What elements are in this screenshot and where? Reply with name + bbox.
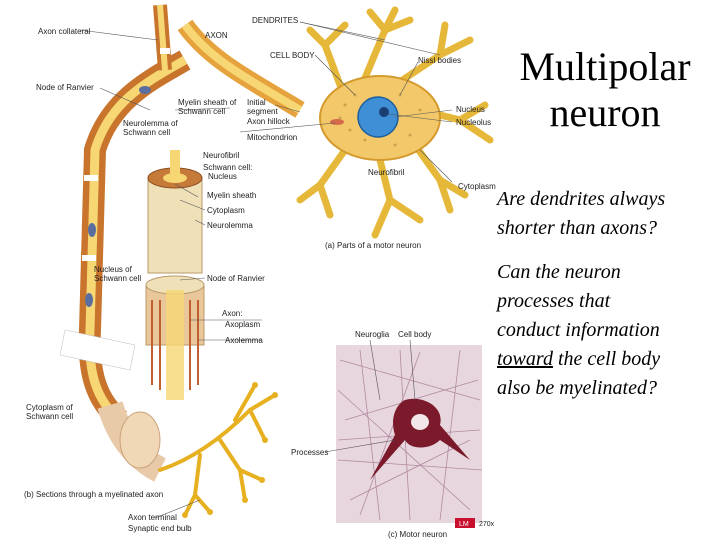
label-myelin-sheath: Myelin sheath bbox=[207, 191, 256, 200]
leader-lines bbox=[79, 21, 453, 519]
schwann-cell-end bbox=[119, 411, 161, 469]
caption-b: (b) Sections through a myelinated axon bbox=[24, 490, 163, 499]
label-cytoplasm-schwann-2: Schwann cell bbox=[26, 412, 73, 421]
label-cell-body: CELL BODY bbox=[270, 51, 315, 60]
question2-line4-rest: the cell body bbox=[552, 348, 661, 370]
label-axolemma: Axolemma bbox=[225, 336, 263, 345]
question2-underlined-word: toward bbox=[497, 348, 553, 370]
label-mitochondrion: Mitochondrion bbox=[247, 133, 297, 142]
label-axon-hillock: Axon hillock bbox=[247, 117, 291, 126]
node-marker bbox=[82, 255, 96, 261]
label-axoplasm: Axoplasm bbox=[225, 320, 260, 329]
lm-badge-box bbox=[455, 518, 475, 528]
question1-line2: shorter than axons? bbox=[497, 217, 657, 239]
label-schwann-nucleus-2: Nucleus bbox=[208, 172, 237, 181]
label-axon-terminal: Axon terminal bbox=[128, 513, 177, 522]
label-dendrites: DENDRITES bbox=[252, 16, 298, 25]
label-axon: AXON bbox=[205, 31, 228, 40]
label-nissl-bodies: Nissl bodies bbox=[418, 56, 461, 65]
label-node-of-ranvier-mid: Node of Ranvier bbox=[207, 274, 265, 283]
myelin-stripes bbox=[151, 300, 199, 390]
cross-sections bbox=[145, 150, 205, 400]
micrograph bbox=[336, 345, 483, 528]
label-nucleus: Nucleus bbox=[456, 105, 485, 114]
cell-body bbox=[296, 6, 494, 239]
label-neurolemma-2: Schwann cell bbox=[123, 128, 170, 137]
label-neurolemma-mid: Neurolemma bbox=[207, 221, 253, 230]
label-axon-collateral: Axon collateral bbox=[38, 27, 91, 36]
break-marker bbox=[59, 329, 136, 371]
synaptic-bulbs bbox=[182, 382, 278, 518]
schwann-nucleus bbox=[139, 86, 151, 94]
main-axon bbox=[59, 4, 305, 482]
caption-c: (c) Motor neuron bbox=[388, 530, 447, 539]
magnification: 270x bbox=[479, 521, 495, 528]
slide-title-line2: neuron bbox=[549, 90, 661, 135]
question-myelination: Can the neuron processes that conduct in… bbox=[497, 258, 717, 403]
schwann-nucleus bbox=[85, 293, 93, 307]
label-neurofibril-right: Neurofibril bbox=[368, 168, 405, 177]
label-cytoplasm-schwann-1: Cytoplasm of bbox=[26, 403, 73, 412]
question2-line2: processes that bbox=[497, 290, 611, 312]
label-initial-1: Initial bbox=[247, 98, 266, 107]
label-processes: Processes bbox=[291, 448, 328, 457]
label-cytoplasm-right: Cytoplasm bbox=[458, 182, 496, 191]
label-synaptic-end-bulb: Synaptic end bulb bbox=[128, 524, 192, 533]
schwann-nucleus bbox=[88, 223, 96, 237]
label-node-of-ranvier-top: Node of Ranvier bbox=[36, 83, 94, 92]
label-nucleus-schwann-left-1: Nucleus of bbox=[94, 265, 133, 274]
question2-line3: conduct information bbox=[497, 319, 660, 341]
node-marker bbox=[84, 175, 98, 181]
label-cytoplasm-mid: Cytoplasm bbox=[207, 206, 245, 215]
question1-line1: Are dendrites always bbox=[497, 188, 666, 210]
question-dendrites: Are dendrites always shorter than axons? bbox=[497, 185, 717, 243]
label-cell-body-micro: Cell body bbox=[398, 330, 431, 339]
lm-badge-text: LM bbox=[459, 521, 469, 528]
label-neurolemma-1: Neurolemma of bbox=[123, 119, 178, 128]
question2-line4: toward the cell body bbox=[497, 345, 717, 374]
nucleolus-shape bbox=[379, 107, 389, 117]
label-nucleolus: Nucleolus bbox=[456, 118, 491, 127]
nissl-granules bbox=[338, 93, 422, 147]
label-myelin-sheath-schwann-1: Myelin sheath of bbox=[178, 98, 237, 107]
label-initial-2: segment bbox=[247, 107, 278, 116]
label-neuroglia: Neuroglia bbox=[355, 330, 390, 339]
question2-line5: also be myelinated? bbox=[497, 377, 657, 399]
mitochondrion-shape bbox=[330, 119, 344, 125]
slide-title-line1: Multipolar bbox=[519, 44, 691, 89]
nucleus-shape bbox=[357, 96, 399, 138]
slide-title: Multipolar neuron bbox=[495, 44, 715, 136]
label-myelin-sheath-schwann-2: Schwann cell bbox=[178, 107, 225, 116]
node-marker bbox=[160, 48, 170, 54]
label-axon-mid: Axon: bbox=[222, 309, 242, 318]
caption-a: (a) Parts of a motor neuron bbox=[325, 241, 421, 250]
label-nucleus-schwann-left-2: Schwann cell bbox=[94, 274, 141, 283]
label-neurofibril-left: Neurofibril bbox=[203, 151, 240, 160]
diagram-labels: Axon collateral AXON DENDRITES CELL BODY… bbox=[24, 16, 496, 539]
axon-terminals bbox=[158, 383, 277, 517]
question2-line1: Can the neuron bbox=[497, 261, 621, 283]
label-schwann-nucleus-1: Schwann cell: bbox=[203, 163, 252, 172]
